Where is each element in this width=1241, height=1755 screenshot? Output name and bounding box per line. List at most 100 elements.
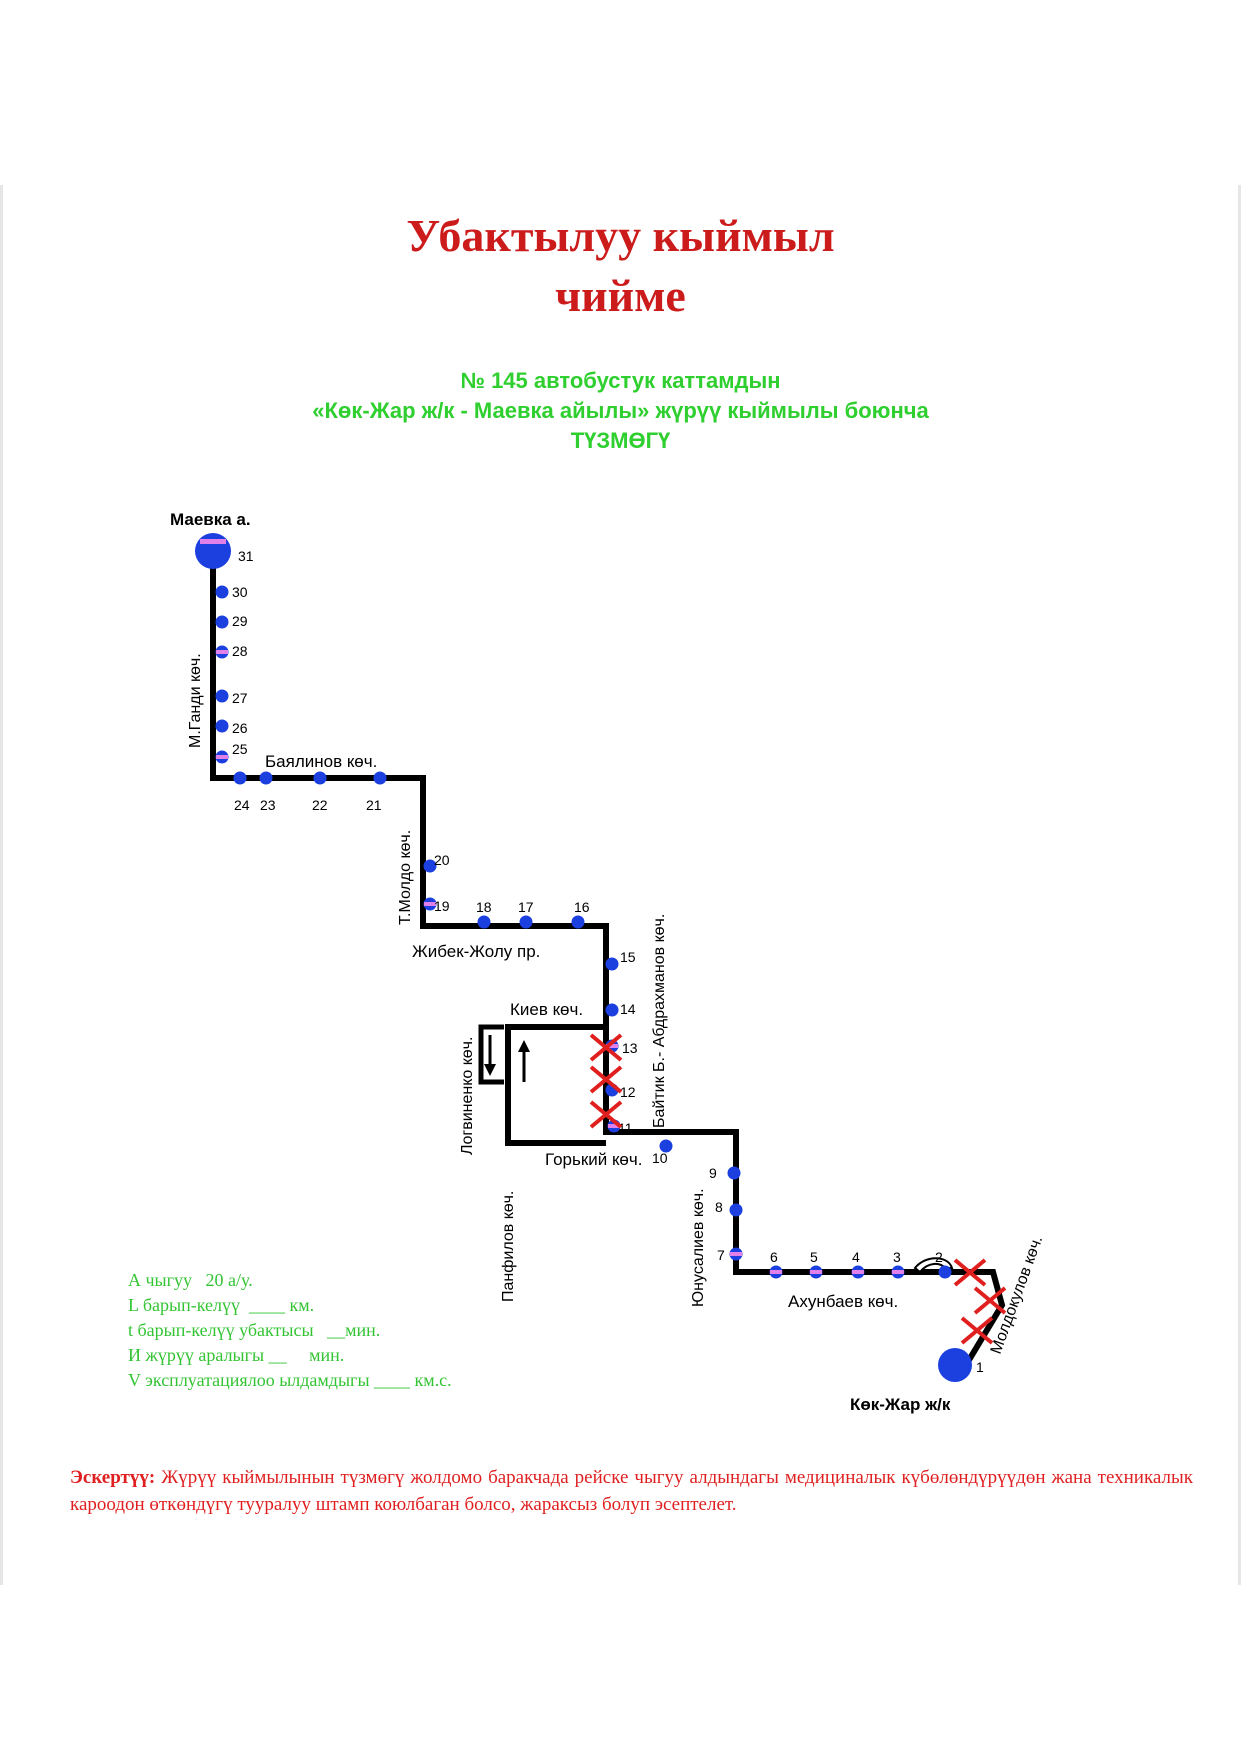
bus-stop-17	[519, 915, 533, 929]
closed-cross-icon	[589, 1065, 623, 1094]
stop-number-label: 8	[715, 1199, 723, 1215]
route-line	[210, 553, 1006, 1372]
stop-number-label: 27	[232, 690, 248, 706]
stop-number-label: 19	[434, 898, 450, 914]
param-interval: И жүрүү аралыгы __ мин.	[128, 1345, 345, 1365]
param-speed: V эксплуатациялоо ылдамдыгы ____ км.с.	[128, 1370, 452, 1390]
stop-number-label: 17	[518, 899, 534, 915]
stop-number-label: 16	[574, 899, 590, 915]
stop-number-label: 20	[434, 852, 450, 868]
bus-stop-accent	[216, 755, 228, 759]
subtitle-route-name: «Көк-Жар ж/к - Маевка айылы» жүрүү кыймы…	[312, 398, 929, 423]
stop-number-label: 6	[770, 1249, 778, 1265]
closed-cross-icon	[960, 1316, 994, 1345]
bus-stop-26	[215, 719, 229, 733]
stop-number-label: 30	[232, 584, 248, 600]
bus-stop-accent	[730, 1252, 742, 1256]
bus-stop-22	[313, 771, 327, 785]
stop-number-label: 29	[232, 613, 248, 629]
stop-number-label: 31	[238, 548, 254, 564]
terminus-end-label: Көк-Жар ж/к	[850, 1395, 951, 1414]
street-logvinenko: Логвиненко көч.	[459, 1037, 476, 1155]
stop-number-label: 15	[620, 949, 636, 965]
street-zhibek: Жибек-Жолу пр.	[412, 942, 540, 961]
bus-stop-accent	[852, 1270, 864, 1274]
street-akhunbaev: Ахунбаев көч.	[788, 1292, 898, 1311]
stop-number-label: 2	[935, 1249, 943, 1265]
stop-number-label: 23	[260, 797, 276, 813]
closed-cross-icon	[589, 1033, 623, 1062]
stop-number-label: 10	[652, 1150, 668, 1166]
left-scan-edge	[0, 185, 3, 1585]
detour-loop	[505, 1024, 606, 1146]
bus-stop-18	[477, 915, 491, 929]
bus-stop-accent	[424, 902, 436, 906]
bus-stop-accent	[892, 1270, 904, 1274]
stop-number-label: 22	[312, 797, 328, 813]
stop-number-label: 24	[234, 797, 250, 813]
closed-cross-icon	[973, 1286, 1007, 1315]
note-label: Эскертүү:	[70, 1467, 156, 1488]
bus-stop-accent	[810, 1270, 822, 1274]
street-panfilov: Панфилов көч.	[500, 1191, 517, 1302]
stop-number-label: 21	[366, 797, 382, 813]
param-distance: L барып-келүү ____ км.	[128, 1295, 315, 1315]
stop-number-label: 9	[709, 1165, 717, 1181]
street-bayalinov: Баялинов көч.	[265, 752, 377, 771]
arrow-down-icon	[484, 1035, 496, 1076]
bus-stop-20	[423, 859, 437, 873]
bus-stop-24	[233, 771, 247, 785]
bus-stop-16	[571, 915, 585, 929]
terminus-kok-jar	[938, 1348, 972, 1382]
stops-group	[215, 585, 952, 1279]
terminus-maevka	[195, 533, 231, 569]
street-moldo: Т.Молдо көч.	[397, 830, 414, 925]
street-yunusaliev: Юнусалиев көч.	[690, 1188, 707, 1307]
stop-number-label: 11	[618, 1120, 633, 1136]
bus-stop-accent	[606, 1044, 618, 1048]
closed-cross-icon	[953, 1258, 987, 1287]
right-scan-edge	[1238, 185, 1241, 1585]
stop-number-label: 18	[476, 899, 492, 915]
subtitle-scheme: ТҮЗМӨГҮ	[570, 428, 671, 453]
stop-number-label: 1	[976, 1359, 984, 1375]
stop-number-label: 5	[810, 1249, 818, 1265]
bus-stop-27	[215, 689, 229, 703]
bus-stop-accent	[770, 1270, 782, 1274]
bus-stop-10	[659, 1139, 673, 1153]
param-vehicles: А чыгуу 20 а/у.	[128, 1270, 253, 1290]
bus-stop-accent	[216, 650, 228, 654]
stop-number-label: 3	[893, 1249, 901, 1265]
title-line-2: чийме	[555, 270, 686, 321]
note-text: Жүрүү кыймылынын түзмөгү жолдомо баракча…	[70, 1467, 1193, 1515]
bus-stop-accent	[608, 1124, 620, 1128]
stop-number-label: 7	[717, 1247, 725, 1263]
bus-stop-15	[605, 957, 619, 971]
bus-stop-23	[259, 771, 273, 785]
stop-number-label: 14	[620, 1001, 636, 1017]
closed-section-crosses	[589, 1033, 1007, 1345]
bus-stop-29	[215, 615, 229, 629]
warning-note: Эскертүү: Жүрүү кыймылынын түзмөгү жолдо…	[70, 1464, 1193, 1518]
bus-stop-14	[605, 1003, 619, 1017]
stop-labels-group: 1234567891011121314151617181920212223242…	[232, 548, 984, 1375]
stop-number-label: 28	[232, 643, 248, 659]
route-parameters: А чыгуу 20 а/у. L барып-келүү ____ км. t…	[128, 1268, 452, 1393]
detour-inner-loop	[478, 1024, 504, 1085]
terminus-start-label: Маевка а.	[170, 510, 251, 529]
param-round-trip-time: t барып-келүү убактысы __мин.	[128, 1320, 381, 1340]
bus-stop-2	[938, 1265, 952, 1279]
street-kiev: Киев көч.	[510, 1000, 583, 1019]
street-gandi: М.Ганди көч.	[187, 653, 204, 748]
stop-number-label: 13	[622, 1040, 638, 1056]
closed-cross-icon	[589, 1100, 623, 1129]
stop-number-label: 12	[620, 1084, 636, 1100]
street-abdrakhmanov: Байтик Б.- Абдрахманов көч.	[651, 914, 668, 1128]
bus-stop-30	[215, 585, 229, 599]
stop-number-label: 4	[852, 1249, 860, 1265]
subtitle-route-number: № 145 автобустук каттамдын	[460, 368, 781, 393]
bus-stop-21	[373, 771, 387, 785]
stop-number-label: 26	[232, 720, 248, 736]
